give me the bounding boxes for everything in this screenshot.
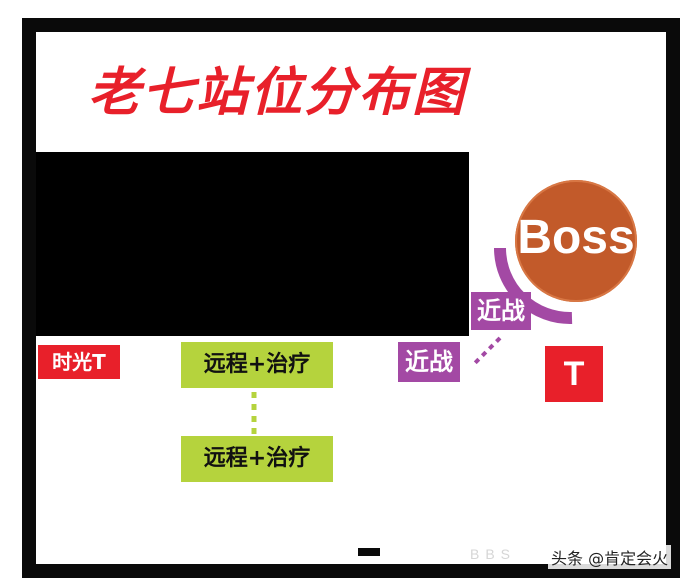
main-tank-marker: T <box>545 346 603 402</box>
boss-label: Boss <box>517 211 635 264</box>
melee-link-line <box>472 336 502 366</box>
source-watermark: 头条 @肯定会火 <box>548 545 672 569</box>
ranged-healer-group-upper: 远程+治疗 <box>181 342 333 388</box>
page-title: 老七站位分布图 <box>88 63 467 123</box>
melee-position-left: 近战 <box>398 342 460 382</box>
redacted-block <box>36 152 469 336</box>
time-tank-marker: 时光T <box>38 345 120 379</box>
ranged-healer-group-lower: 远程+治疗 <box>181 436 333 482</box>
faint-watermark: BBS <box>470 546 517 562</box>
melee-position-top: 近战 <box>471 292 531 330</box>
frame-notch <box>358 548 380 556</box>
ranged-link-line <box>251 392 257 434</box>
boss-icon <box>515 180 637 302</box>
